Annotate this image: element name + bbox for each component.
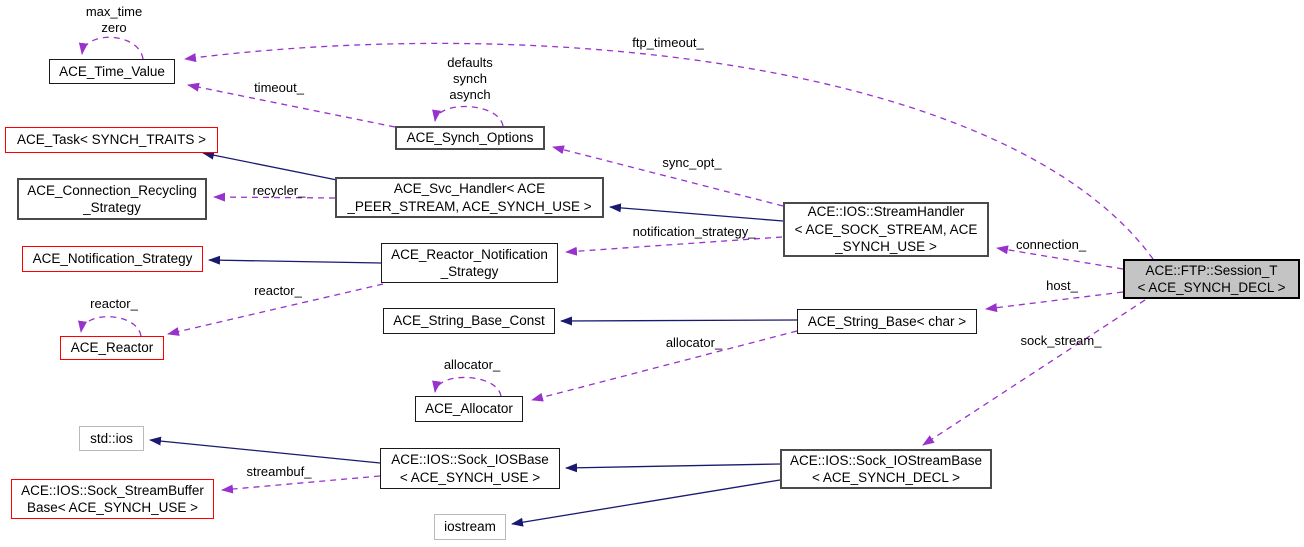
edge-notification-strategy — [565, 236, 783, 256]
node-ace-task[interactable]: ACE_Task< SYNCH_TRAITS > — [5, 127, 218, 153]
edge-label-reactor: reactor_ — [254, 283, 302, 298]
edge-label-sock-stream: sock_stream_ — [1020, 333, 1102, 348]
edge-label-allocator: allocator_ — [665, 335, 723, 350]
edge-stream-handler-to-svc-handler — [609, 203, 784, 222]
edge-label-recycler: recycler_ — [252, 183, 306, 198]
edge-svc-handler-to-task — [202, 150, 338, 181]
edge-label-defaults-synch-asynch: defaults synch asynch — [447, 55, 493, 102]
node-ace-ios-sock-iostreambase[interactable]: ACE::IOS::Sock_IOStreamBase < ACE_SYNCH_… — [780, 449, 992, 489]
node-ace-notification-strategy[interactable]: ACE_Notification_Strategy — [22, 246, 203, 272]
edge-sock-iostreambase-to-sock-iosbase — [565, 463, 781, 473]
edge-label-max-time-zero: max_time zero — [85, 4, 143, 35]
node-ace-reactor-notification-strategy[interactable]: ACE_Reactor_Notification _Strategy — [381, 243, 558, 283]
node-ace-time-value[interactable]: ACE_Time_Value — [49, 59, 175, 84]
node-ace-ftp-session-t[interactable]: ACE::FTP::Session_T < ACE_SYNCH_DECL > — [1123, 259, 1300, 299]
edge-sock-iostreambase-to-iostream — [511, 479, 781, 527]
node-ace-synch-options[interactable]: ACE_Synch_Options — [395, 126, 545, 150]
node-ace-allocator[interactable]: ACE_Allocator — [415, 396, 523, 422]
node-ace-svc-handler[interactable]: ACE_Svc_Handler< ACE _PEER_STREAM, ACE_S… — [335, 177, 604, 218]
edge-label-notification-strategy: notification_strategy_ — [632, 224, 756, 239]
edge-label-timeout: timeout_ — [254, 80, 304, 95]
edge-recycler — [213, 192, 336, 202]
node-ace-connection-recycling-strategy[interactable]: ACE_Connection_Recycling _Strategy — [17, 178, 207, 220]
node-ace-ios-sock-streambuffer-base[interactable]: ACE::IOS::Sock_StreamBuffer Base< ACE_SY… — [11, 479, 214, 519]
node-iostream[interactable]: iostream — [434, 514, 506, 540]
edge-label-allocator-self: allocator_ — [443, 357, 501, 372]
edge-sock-iosbase-to-std-ios — [149, 436, 381, 464]
edge-synch-options-self-loop — [432, 105, 504, 127]
node-ace-ios-sock-iosbase[interactable]: ACE::IOS::Sock_IOSBase < ACE_SYNCH_USE > — [380, 448, 560, 489]
node-std-ios[interactable]: std::ios — [79, 426, 144, 451]
edge-time-value-self-loop — [78, 36, 144, 60]
edge-reactor — [167, 283, 384, 336]
edge-label-connection: connection_ — [1015, 237, 1087, 252]
edge-label-host: host_ — [1046, 278, 1078, 293]
edge-host — [985, 291, 1124, 313]
edge-string-base-char-to-string-base-const — [560, 316, 798, 326]
edge-streambuf — [221, 475, 381, 494]
edge-label-reactor-self: reactor_ — [90, 296, 138, 311]
node-ace-reactor[interactable]: ACE_Reactor — [60, 336, 164, 360]
edge-label-streambuf: streambuf_ — [246, 464, 312, 479]
edge-ftp-timeout — [184, 42, 1154, 260]
edge-label-ftp-timeout: ftp_timeout_ — [632, 35, 704, 50]
node-ace-string-base-char[interactable]: ACE_String_Base< char > — [797, 309, 977, 334]
edge-allocator-self-loop — [432, 376, 502, 397]
edge-sock-stream — [922, 299, 1146, 446]
edge-reactor-self-loop — [78, 316, 142, 337]
edge-allocator — [531, 330, 798, 402]
node-ace-string-base-const[interactable]: ACE_String_Base_Const — [383, 308, 555, 334]
edge-label-sync-opt: sync_opt_ — [662, 155, 722, 170]
edge-timeout — [187, 82, 396, 128]
node-ace-ios-stream-handler[interactable]: ACE::IOS::StreamHandler < ACE_SOCK_STREA… — [783, 202, 989, 257]
edge-reactor-notification-to-notification-strategy — [208, 255, 382, 265]
